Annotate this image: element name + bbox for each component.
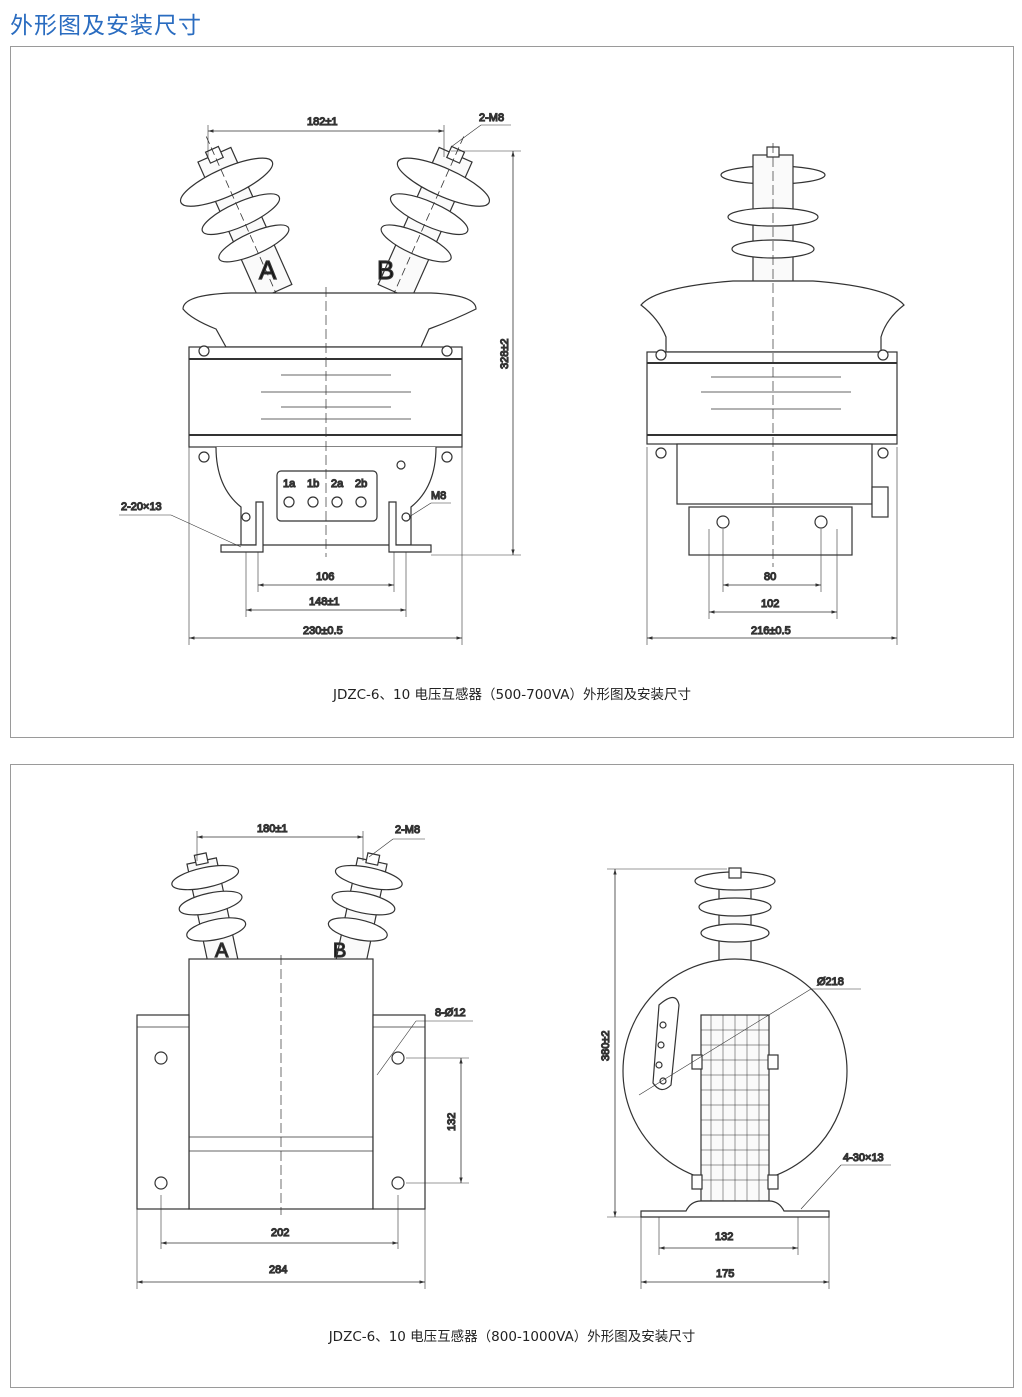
dim-height: 328±2 <box>499 338 511 369</box>
dim-mount-slots: 2-20×13 <box>121 501 162 513</box>
insulator-a <box>179 136 293 302</box>
front-view: A B 1a 1b 2a 2b <box>119 111 521 645</box>
insulator-a-2 <box>171 852 247 973</box>
terminal-2a: 2a <box>331 478 344 490</box>
drawing-800-1000va: A B 180±1 2-M8 8-Ø12 <box>136 822 891 1289</box>
dim-height-2: 380±2 <box>600 1030 612 1061</box>
insulator-b <box>377 136 491 302</box>
dim-side-overall: 216±0.5 <box>751 625 791 637</box>
phase-label-a: A <box>259 255 277 285</box>
terminal-1b: 1b <box>307 478 319 490</box>
dim-hole-vertical: 132 <box>446 1113 458 1131</box>
phase-label-b: B <box>377 255 394 285</box>
page-title: 外形图及安装尺寸 <box>10 13 202 39</box>
dim-hole-spacing: 148±1 <box>309 596 340 608</box>
phase-label-a-2: A <box>215 940 229 962</box>
figure-panel-500-700va: A B 1a 1b 2a 2b <box>10 46 1014 738</box>
dim-overall-width-2: 284 <box>269 1264 287 1276</box>
insulator-b-2 <box>327 852 403 973</box>
dim-side-overall-2: 175 <box>716 1268 734 1280</box>
terminal-2b: 2b <box>355 478 367 490</box>
dim-top-spacing: 182±1 <box>307 116 338 128</box>
dim-side-inner: 80 <box>764 571 776 583</box>
side-view-2: 380±2 Ø218 4-30×13 132 175 <box>599 867 891 1289</box>
dim-side-hole-spacing: 102 <box>761 598 779 610</box>
figure-panel-800-1000va: A B 180±1 2-M8 8-Ø12 <box>10 764 1014 1388</box>
terminal-1a: 1a <box>283 478 296 490</box>
dim-mount-slots-2: 4-30×13 <box>843 1152 884 1164</box>
side-view: 80 102 216±0.5 <box>640 143 905 645</box>
front-view-2: A B 180±1 2-M8 8-Ø12 <box>136 822 473 1289</box>
caption-500-700va: JDZC-6、10 电压互感器（500-700VA）外形图及安装尺寸 <box>333 687 691 703</box>
dim-inner-width: 106 <box>316 571 334 583</box>
core-lamination-hatch <box>701 1015 769 1201</box>
dim-hole-spacing-2: 202 <box>271 1227 289 1239</box>
dim-terminal-bolts-2: 2-M8 <box>395 824 420 836</box>
drawing-500-700va: A B 1a 1b 2a 2b <box>119 111 905 645</box>
dim-terminal-bolts: 2-M8 <box>479 112 504 124</box>
dim-ground-bolt: M8 <box>431 490 446 502</box>
phase-label-b-2: B <box>333 940 346 962</box>
dim-mount-holes: 8-Ø12 <box>435 1007 466 1019</box>
dim-side-hole-spacing-2: 132 <box>715 1231 733 1243</box>
dim-overall-width: 230±0.5 <box>303 625 343 637</box>
dim-core-diameter: Ø218 <box>817 976 844 988</box>
dim-top-spacing-2: 180±1 <box>257 823 288 835</box>
caption-800-1000va: JDZC-6、10 电压互感器（800-1000VA）外形图及安装尺寸 <box>328 1329 696 1345</box>
